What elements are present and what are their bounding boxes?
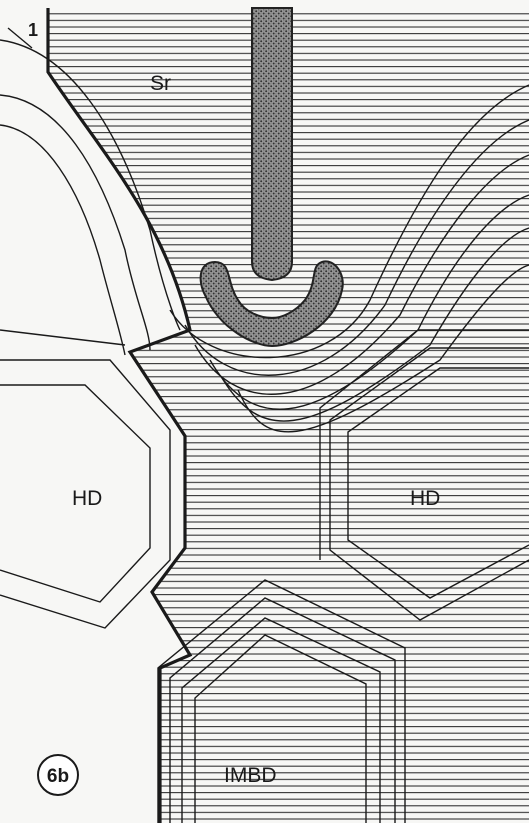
label-sr: Sr (150, 72, 171, 95)
panel-badge: 6b (38, 755, 78, 795)
panel-number: 1 (28, 20, 38, 40)
label-hd-left: HD (72, 487, 102, 510)
stippled-rod (252, 8, 292, 280)
label-imbd: IMBD (224, 764, 277, 787)
label-hd-right: HD (410, 487, 440, 510)
panel-badge-label: 6b (47, 766, 69, 787)
